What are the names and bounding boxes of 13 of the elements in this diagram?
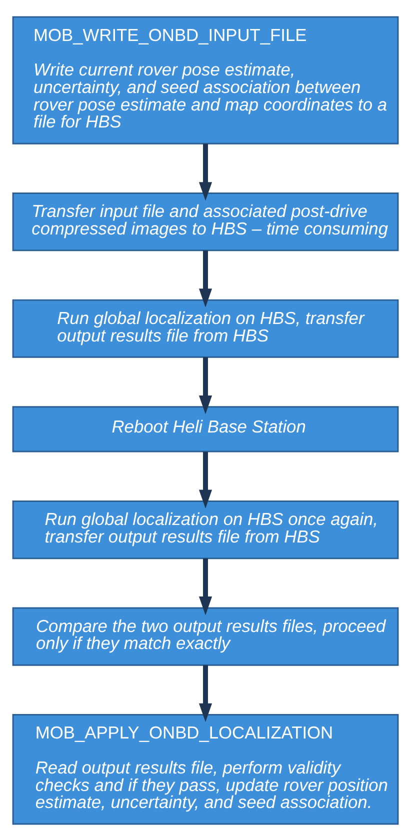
node-box: Run global localization on HBS once again, transfer output results file from HBS [12, 500, 399, 559]
node-box: Run global localization on HBS, transfer output results file from HBS [12, 298, 399, 358]
arrow [198, 356, 212, 414]
node-box: Compare the two output results files, proceed only if they match exactly [12, 606, 399, 666]
arrow [198, 451, 212, 508]
arrow [198, 558, 212, 615]
node-box: MOB_APPLY_ONBD_LOCALIZATION Read output results file, perform validity checks and if they pass, update rover position estimate, uncertainty, and seed association. [12, 714, 399, 824]
arrow [198, 143, 212, 200]
node-box: Reboot Heli Base Station [12, 406, 399, 452]
arrow [198, 250, 212, 307]
node-box: Transfer input file and associated post-drive compressed images to HBS – time consuming [12, 192, 399, 251]
node-box: MOB_WRITE_ONBD_INPUT_FILE Write current rover pose estimate, uncertainty, and seed association between rover pose estimate and map coordinates to a file for HBS [12, 16, 399, 144]
arrow [198, 664, 212, 722]
